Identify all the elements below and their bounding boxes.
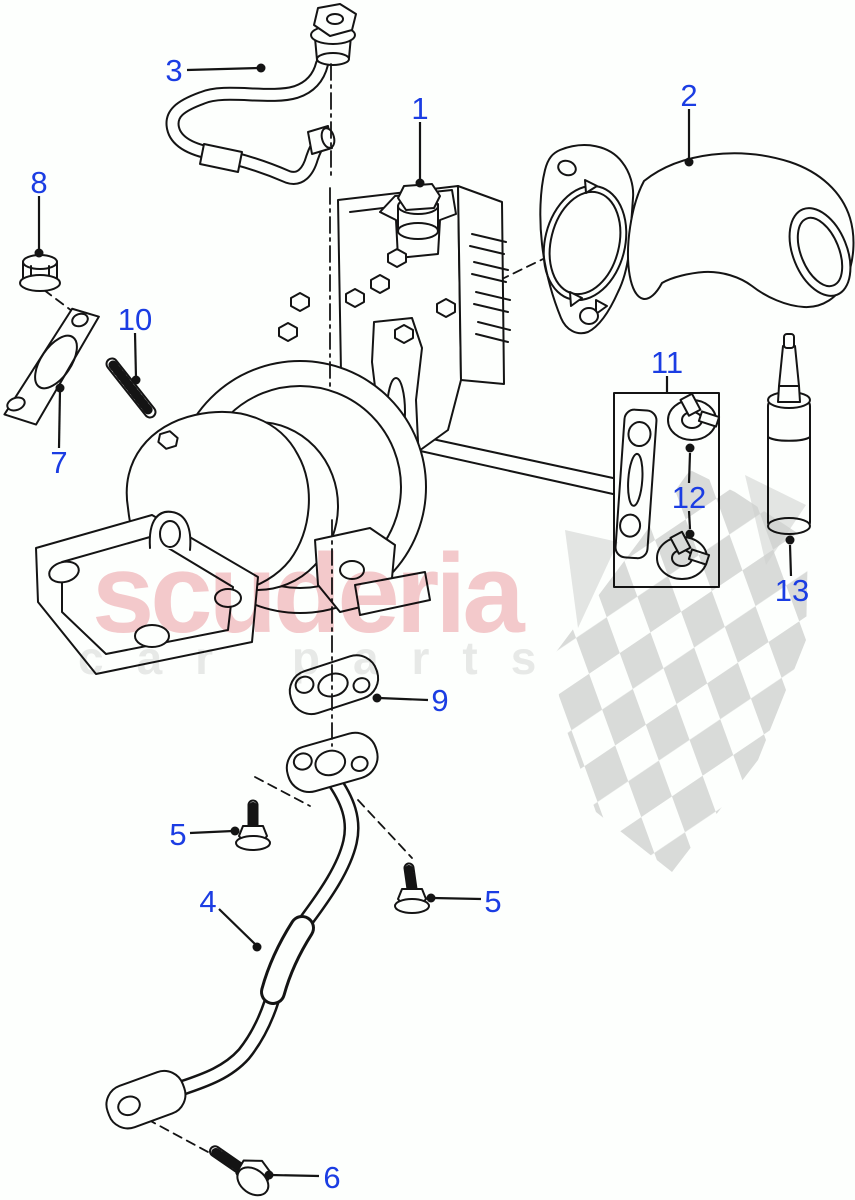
callout-label-13[interactable]: 13 bbox=[775, 573, 809, 608]
callout-1[interactable]: 1 bbox=[411, 91, 429, 188]
actuator-bracket bbox=[379, 183, 457, 259]
leader-dot bbox=[415, 178, 425, 188]
leader-dot bbox=[131, 375, 141, 385]
callout-5-right[interactable]: 5 bbox=[426, 884, 502, 919]
leader-dot bbox=[684, 157, 694, 167]
flag-accent-2 bbox=[745, 475, 806, 565]
exhaust-inlet-flange bbox=[35, 428, 259, 675]
leader-line bbox=[432, 896, 482, 901]
leader-line bbox=[687, 510, 692, 530]
bracket-plate bbox=[614, 408, 658, 560]
callout-12[interactable]: 12 bbox=[672, 443, 706, 539]
callout-4[interactable]: 4 bbox=[199, 884, 262, 952]
leader-dot bbox=[685, 529, 695, 539]
callout-3[interactable]: 3 bbox=[165, 53, 266, 88]
pipe-clamp bbox=[199, 143, 243, 173]
leader-dot bbox=[264, 1170, 274, 1180]
oil-drain-pipe bbox=[105, 731, 379, 1130]
callout-9[interactable]: 9 bbox=[372, 683, 449, 718]
callout-label-7[interactable]: 7 bbox=[50, 445, 67, 480]
leader-dot bbox=[252, 942, 262, 952]
alignment-line-flange-to-bolt5-left bbox=[254, 776, 311, 807]
leader-line bbox=[189, 829, 234, 835]
leader-dot bbox=[685, 443, 695, 453]
nut-washer bbox=[19, 274, 61, 292]
callout-2[interactable]: 2 bbox=[680, 78, 698, 167]
drain-pipe-top-flange bbox=[285, 731, 379, 793]
leader-dot bbox=[230, 826, 240, 836]
callout-label-12[interactable]: 12 bbox=[672, 480, 706, 515]
leader-line bbox=[133, 332, 138, 379]
air-elbow-hose bbox=[627, 152, 855, 309]
callout-label-11[interactable]: 11 bbox=[651, 345, 683, 380]
flanged-nut bbox=[19, 254, 61, 292]
leader-line bbox=[270, 1173, 320, 1178]
leader-dot bbox=[426, 893, 436, 903]
leader-dot bbox=[55, 383, 65, 393]
alignment-line-flange-to-bolt5-right bbox=[357, 799, 413, 859]
flanged-bolt-right bbox=[394, 862, 430, 914]
callout-7[interactable]: 7 bbox=[50, 383, 68, 481]
leader-dot bbox=[785, 535, 795, 545]
leader-dot bbox=[34, 248, 44, 258]
oil-drain-gasket bbox=[288, 654, 380, 716]
callout-11[interactable]: 11 bbox=[651, 345, 683, 392]
alignment-line-plate-to-gasket2 bbox=[499, 241, 579, 281]
leader-dot bbox=[256, 63, 266, 73]
parts-illustration bbox=[3, 3, 855, 1197]
callout-10[interactable]: 10 bbox=[118, 302, 152, 385]
leader-line bbox=[788, 544, 793, 577]
leader-dot bbox=[372, 693, 382, 703]
callout-label-1[interactable]: 1 bbox=[411, 91, 428, 126]
drain-pipe-bottom-flange bbox=[105, 1069, 187, 1130]
flanged-bolt-bottom bbox=[209, 1145, 273, 1197]
retaining-clip-upper bbox=[667, 392, 721, 441]
watermark-tagline: car parts bbox=[78, 632, 569, 684]
leader-line bbox=[186, 66, 260, 72]
watermark-brand: scuderia bbox=[92, 531, 525, 656]
callout-13[interactable]: 13 bbox=[775, 535, 809, 609]
actuator-hex-cap bbox=[397, 183, 441, 211]
oil-feed-pipe bbox=[165, 3, 357, 185]
stud bbox=[105, 357, 157, 419]
leader-line bbox=[687, 452, 692, 484]
callout-6[interactable]: 6 bbox=[264, 1160, 341, 1195]
callout-label-5-right[interactable]: 5 bbox=[484, 884, 501, 919]
callout-label-5-left[interactable]: 5 bbox=[169, 817, 186, 852]
callout-label-6[interactable]: 6 bbox=[323, 1160, 340, 1195]
triangular-gasket bbox=[3, 307, 100, 426]
callout-label-10[interactable]: 10 bbox=[118, 302, 152, 337]
callout-5-left[interactable]: 5 bbox=[169, 817, 240, 852]
leader-line bbox=[218, 908, 257, 946]
flanged-bolt-left bbox=[235, 799, 271, 851]
callout-label-8[interactable]: 8 bbox=[30, 165, 47, 200]
callout-label-9[interactable]: 9 bbox=[431, 683, 448, 718]
ribbed-block bbox=[457, 185, 505, 385]
turbine-outlet bbox=[314, 527, 431, 616]
callout-label-2[interactable]: 2 bbox=[680, 78, 697, 113]
detail-box-pointer-line-lower bbox=[397, 445, 614, 495]
outlet-gasket bbox=[539, 144, 635, 335]
callout-label-4[interactable]: 4 bbox=[199, 884, 216, 919]
callout-8[interactable]: 8 bbox=[30, 165, 48, 258]
leader-line bbox=[378, 696, 429, 702]
checkered-flag bbox=[556, 470, 808, 872]
callout-label-3[interactable]: 3 bbox=[165, 53, 182, 88]
flag-accent-1 bbox=[565, 530, 618, 628]
watermark-layer: scuderia car parts bbox=[78, 470, 808, 872]
leader-line bbox=[57, 389, 62, 449]
